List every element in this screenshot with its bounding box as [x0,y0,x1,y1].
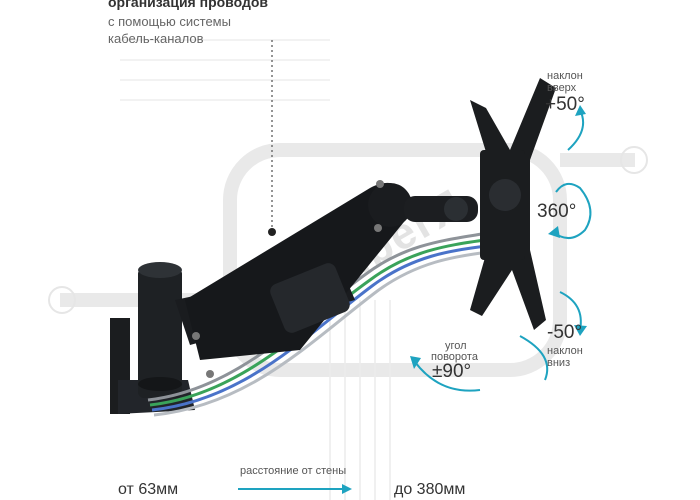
distance-from-label: от 63мм [118,481,179,498]
distance-to-label: до 380мм [394,481,466,498]
tilt-down-label-2: вниз [547,357,571,369]
rotation-arrow [552,182,592,239]
swivel-arrow [414,361,481,392]
swivel-label-1: угол [445,340,467,352]
tilt-up-label-1: наклон [547,70,583,82]
caption-title: организация проводов [108,0,269,10]
swivel-value: ±90° [432,361,472,382]
tilt-down-label-1: наклон [547,345,583,357]
rotation-value: 360° [537,201,577,222]
caption-line-3: кабель-каналов [108,31,204,46]
tilt-down-value: -50° [547,322,583,343]
caption-line-2: с помощью системы [108,14,231,29]
distance-middle-label: расстояние от стены [240,465,347,477]
tilt-up-value: +50° [545,94,585,115]
upper-arm [185,182,412,360]
mount-pole [138,268,182,398]
tilt-up-arrow [567,109,584,151]
swivel-label-2: поворота [431,351,478,363]
swivel-arrow-2 [519,335,549,381]
tilt-up-label-2: вверх [547,82,577,94]
